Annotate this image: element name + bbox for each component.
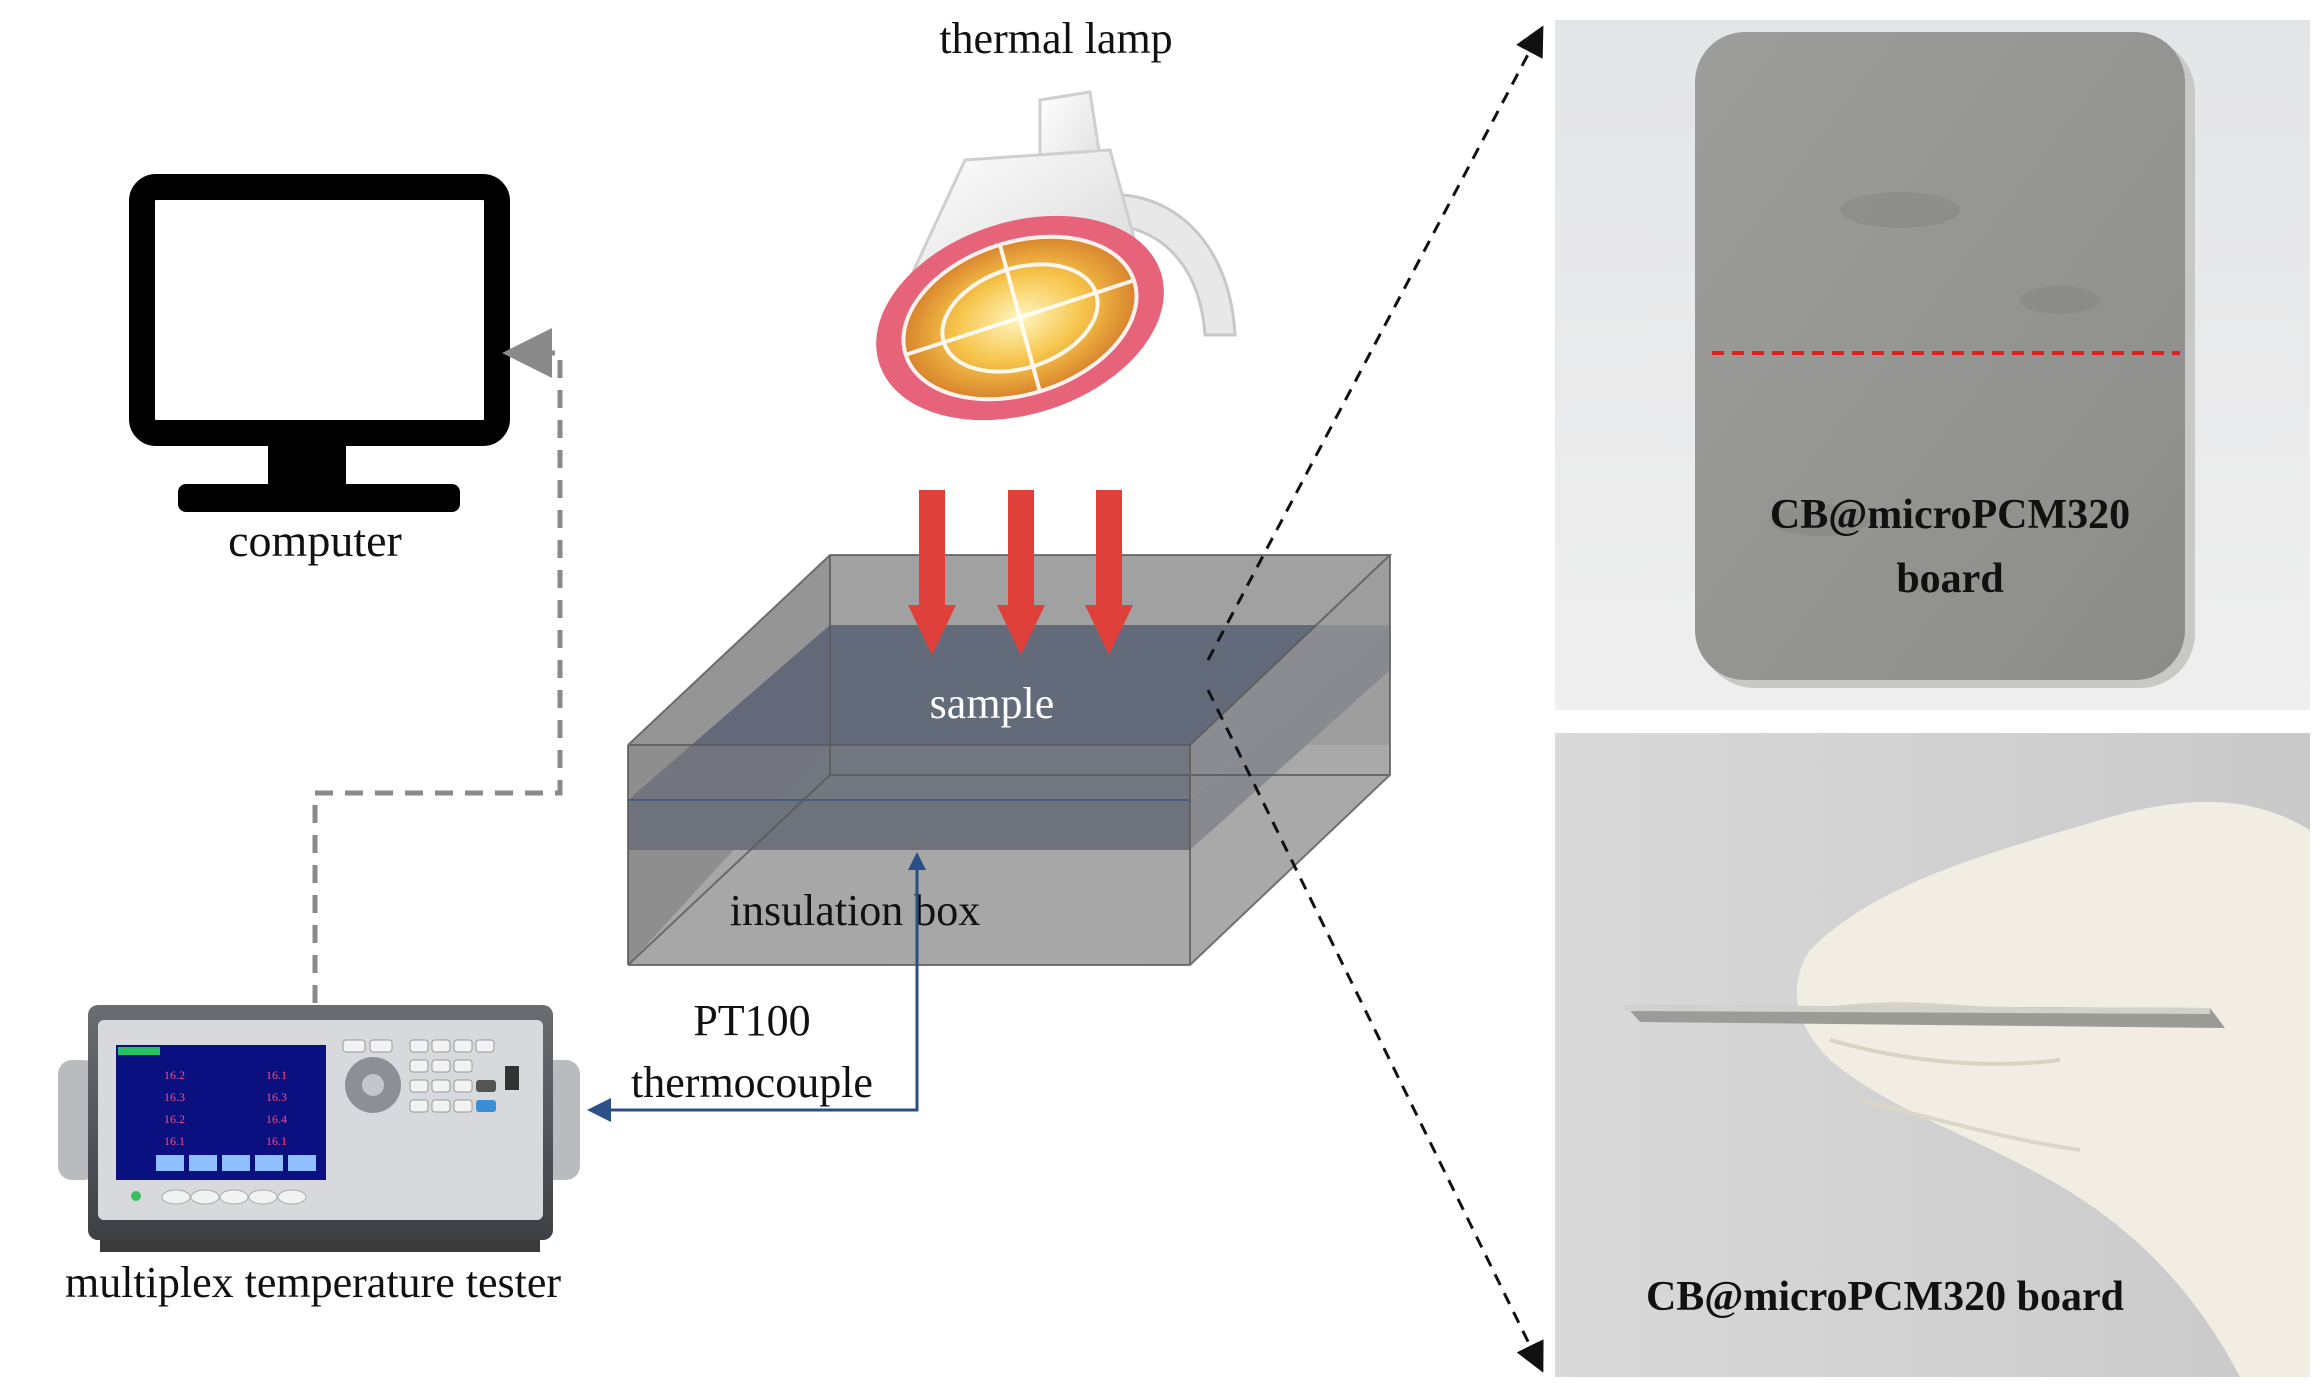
board-photo-top: CB@microPCM320 board — [1555, 20, 2310, 710]
board-top-label-line2: board — [1896, 556, 2003, 602]
insulation-box-label: insulation box — [730, 886, 981, 935]
reading-3: 16.3 — [164, 1090, 185, 1104]
heat-arrows — [908, 490, 1133, 655]
tester-readings: 16.2 16.1 16.3 16.3 16.2 16.4 16.1 16.1 — [164, 1068, 287, 1148]
reading-4: 16.3 — [266, 1090, 287, 1104]
board-photo-bottom: CB@microPCM320 board — [1555, 733, 2310, 1377]
heat-arrow-1 — [908, 490, 956, 655]
sample-label: sample — [930, 679, 1055, 728]
temperature-tester-device: 16.2 16.1 16.3 16.3 16.2 16.4 16.1 16.1 — [58, 1005, 580, 1252]
board-bottom-label: CB@microPCM320 board — [1646, 1274, 2124, 1320]
reading-1: 16.2 — [164, 1068, 185, 1082]
heat-arrow-2 — [997, 490, 1045, 655]
heat-arrow-3 — [1085, 490, 1133, 655]
tester-label: multiplex temperature tester — [65, 1258, 561, 1307]
thermocouple-label: thermocouple — [631, 1058, 873, 1107]
pt100-wire — [587, 858, 919, 1122]
reading-5: 16.2 — [164, 1112, 185, 1126]
board-top-label-line1: CB@microPCM320 — [1770, 492, 2130, 538]
reading-7: 16.1 — [164, 1134, 185, 1148]
computer-label: computer — [228, 515, 402, 566]
reading-6: 16.4 — [266, 1112, 287, 1126]
pt100-label: PT100 — [693, 996, 810, 1045]
reading-2: 16.1 — [266, 1068, 287, 1082]
data-link-dashed — [312, 328, 563, 1033]
reading-8: 16.1 — [266, 1134, 287, 1148]
thermal-lamp-icon — [876, 90, 1237, 421]
thermal-lamp-label: thermal lamp — [939, 14, 1172, 63]
computer-icon — [129, 174, 510, 512]
zoom-lines — [1206, 25, 1544, 1373]
